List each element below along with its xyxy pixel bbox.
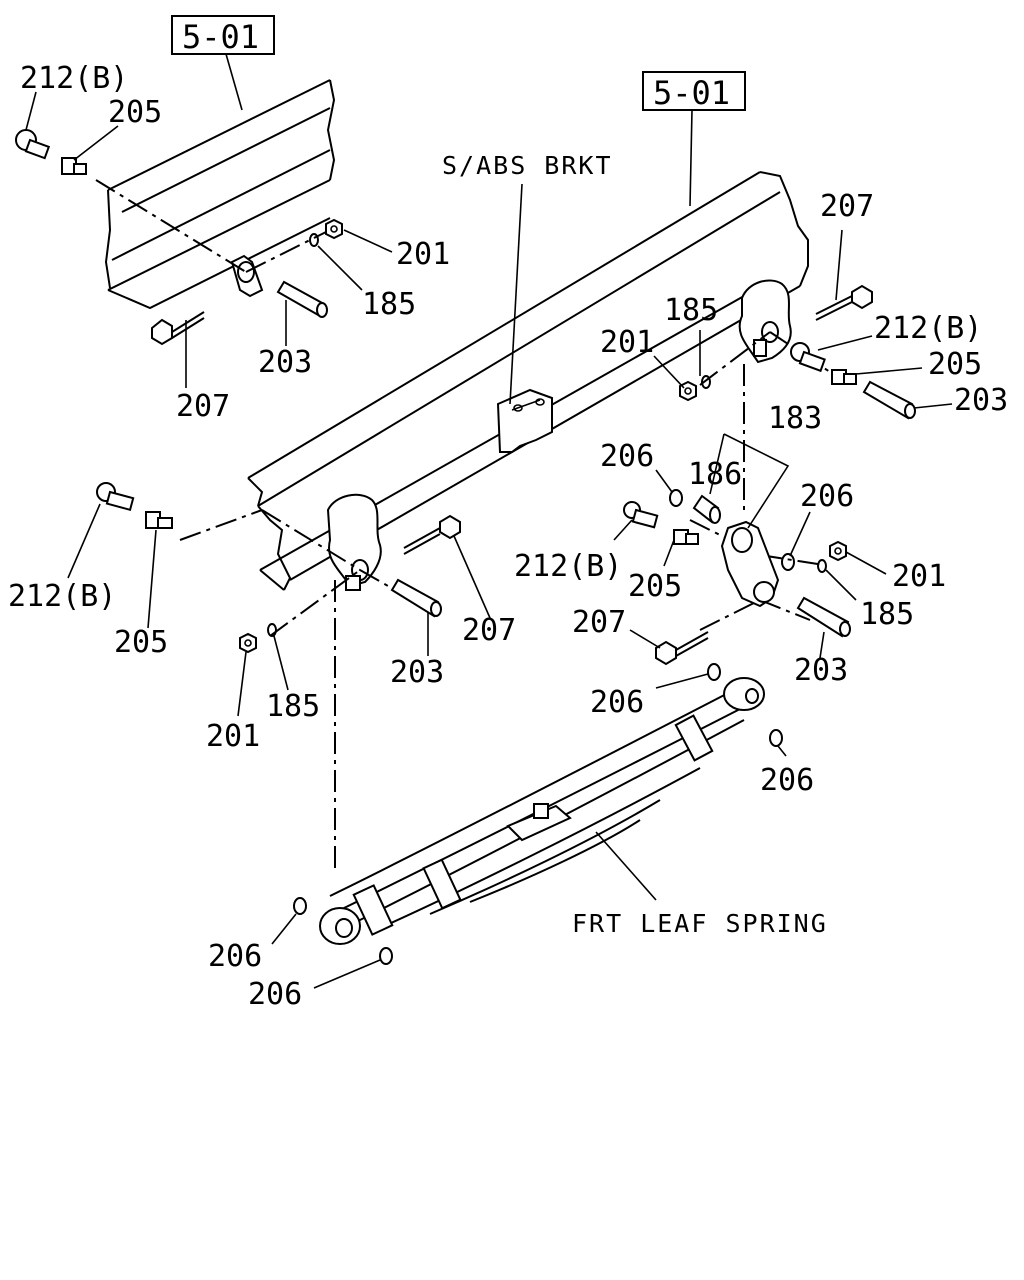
abs-bracket bbox=[496, 388, 553, 453]
pin-203-right bbox=[862, 380, 916, 420]
shackle-183 bbox=[720, 520, 780, 608]
nut-201-right bbox=[679, 380, 697, 402]
bolt-207-mid bbox=[655, 631, 709, 666]
assembly-centerlines bbox=[95, 179, 831, 870]
callout-201-right[interactable]: 201 bbox=[600, 325, 654, 360]
bolt-207-top bbox=[151, 311, 205, 346]
callout-185-mid[interactable]: 185 bbox=[860, 597, 914, 632]
rear-spring-hanger bbox=[738, 279, 792, 364]
bolt-205-left bbox=[145, 511, 173, 529]
grease-nipple-212b-mid bbox=[623, 501, 659, 529]
callout-212b-right[interactable]: 212(B) bbox=[874, 311, 982, 346]
callout-205-top[interactable]: 205 bbox=[108, 95, 162, 130]
caption-leaf-spring: FRT LEAF SPRING bbox=[572, 909, 828, 938]
callout-207-right[interactable]: 207 bbox=[820, 189, 874, 224]
snap-ring-185-mid bbox=[817, 559, 827, 573]
upper-spring-hanger bbox=[230, 254, 264, 298]
bolt-207-right bbox=[815, 284, 873, 321]
callout-205-right[interactable]: 205 bbox=[928, 347, 982, 382]
nut-201-top bbox=[325, 218, 343, 240]
washer-206-d bbox=[769, 729, 783, 747]
callout-203-top[interactable]: 203 bbox=[258, 345, 312, 380]
callout-203-right[interactable]: 203 bbox=[954, 383, 1008, 418]
snap-ring-185-right bbox=[701, 375, 711, 389]
callout-207-top[interactable]: 207 bbox=[176, 389, 230, 424]
grease-nipple-212b-left bbox=[96, 482, 135, 512]
front-spring-hanger bbox=[326, 493, 382, 591]
washer-206-f bbox=[379, 947, 393, 965]
grease-nipple-212b-right bbox=[790, 342, 826, 373]
callout-206-a[interactable]: 206 bbox=[600, 439, 654, 474]
callout-206-e[interactable]: 206 bbox=[208, 939, 262, 974]
callout-185-right[interactable]: 185 bbox=[664, 293, 718, 328]
callout-206-f[interactable]: 206 bbox=[248, 977, 302, 1012]
callout-207-front[interactable]: 207 bbox=[462, 613, 516, 648]
washer-206-e bbox=[293, 897, 307, 915]
callout-212b-top[interactable]: 212(B) bbox=[20, 61, 128, 96]
reference-leader-left bbox=[225, 53, 243, 111]
washer-206-b bbox=[781, 553, 795, 571]
callout-203-mid[interactable]: 203 bbox=[794, 653, 848, 688]
callout-212b-left[interactable]: 212(B) bbox=[8, 579, 116, 614]
nut-201-mid bbox=[829, 540, 847, 562]
callout-185-front[interactable]: 185 bbox=[266, 689, 320, 724]
callout-201-front[interactable]: 201 bbox=[206, 719, 260, 754]
reference-box-right[interactable]: 5-01 bbox=[642, 71, 746, 112]
bushing-186 bbox=[692, 494, 721, 524]
callout-212b-mid[interactable]: 212(B) bbox=[514, 549, 622, 584]
callout-206-c[interactable]: 206 bbox=[590, 685, 644, 720]
reference-label-left: 5-01 bbox=[182, 18, 259, 56]
bolt-207-front bbox=[403, 514, 461, 555]
callout-207-mid[interactable]: 207 bbox=[572, 605, 626, 640]
leader-lines bbox=[25, 91, 953, 989]
washer-206-a bbox=[669, 489, 683, 507]
callout-205-left[interactable]: 205 bbox=[114, 625, 168, 660]
reference-leader-right bbox=[689, 109, 693, 207]
pin-203-front bbox=[390, 578, 442, 618]
callouts: 212(B) 205 201 185 203 207 207 185 201 2… bbox=[8, 61, 1008, 1012]
nut-201-front bbox=[239, 632, 257, 654]
callout-201-top[interactable]: 201 bbox=[396, 237, 450, 272]
reference-box-left[interactable]: 5-01 bbox=[171, 15, 275, 56]
caption-abs-bracket: S/ABS BRKT bbox=[442, 151, 613, 180]
pin-203-mid bbox=[796, 596, 851, 638]
callout-201-mid[interactable]: 201 bbox=[892, 559, 946, 594]
callout-205-mid[interactable]: 205 bbox=[628, 569, 682, 604]
snap-ring-185-front bbox=[267, 623, 277, 637]
callout-206-d[interactable]: 206 bbox=[760, 763, 814, 798]
callout-186[interactable]: 186 bbox=[688, 457, 742, 492]
snap-ring-185-top bbox=[309, 233, 319, 247]
callout-183[interactable]: 183 bbox=[768, 401, 822, 436]
frame-rail-rear bbox=[104, 79, 336, 310]
bolt-205-right bbox=[831, 369, 857, 385]
callout-185-top[interactable]: 185 bbox=[362, 287, 416, 322]
washer-206-c bbox=[707, 663, 721, 681]
callout-203-front[interactable]: 203 bbox=[390, 655, 444, 690]
reference-label-right: 5-01 bbox=[653, 74, 730, 112]
front-leaf-spring bbox=[319, 677, 765, 945]
bolt-205-mid bbox=[673, 529, 699, 545]
callout-206-b[interactable]: 206 bbox=[800, 479, 854, 514]
pin-203-top bbox=[276, 280, 328, 318]
grease-nipple-212b-top bbox=[15, 129, 51, 160]
bolt-205-top bbox=[61, 157, 87, 175]
